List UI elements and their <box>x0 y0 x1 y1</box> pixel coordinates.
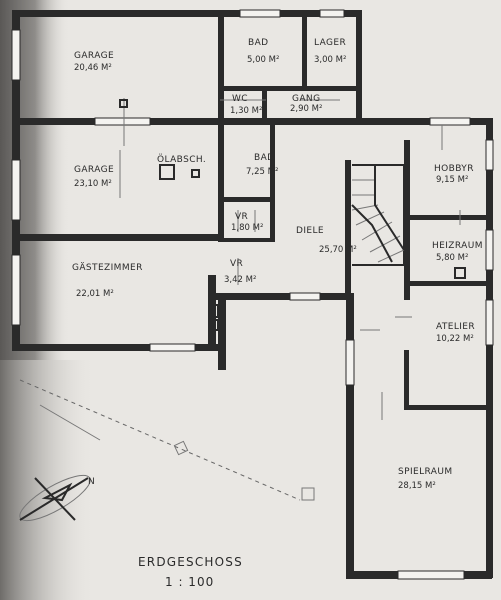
room-name: HOBBYR <box>434 164 474 174</box>
room-area: 25,70 M² <box>319 245 357 255</box>
plan-scale: 1 : 100 <box>165 575 214 589</box>
room-name: GANG <box>292 94 320 104</box>
room-name: HEIZRAUM <box>432 241 483 251</box>
room-labels: GARAGE 20,46 M² BAD 5,00 M² LAGER 3,00 M… <box>72 38 483 491</box>
room-area: 2,90 M² <box>290 104 322 114</box>
room-area: 7,25 M² <box>246 167 278 177</box>
room-name: SPIELRAUM <box>398 467 453 477</box>
room-area: 3,00 M² <box>314 55 346 65</box>
room-area: 1,30 M² <box>230 106 262 116</box>
room-area: 1,80 M² <box>231 223 263 233</box>
room-area: 22,01 M² <box>76 289 114 299</box>
garden-marker-2 <box>301 487 315 501</box>
outside-shade-bottom <box>0 360 95 600</box>
room-name: VR <box>235 212 248 222</box>
windows <box>11 9 494 580</box>
room-area: 10,22 M² <box>436 334 474 344</box>
room-area: 5,80 M² <box>436 253 468 263</box>
room-name: LAGER <box>314 38 346 48</box>
room-area: 28,15 M² <box>398 481 436 491</box>
fixtures <box>119 98 466 420</box>
room-name: BAD <box>248 38 268 48</box>
room-name: WC <box>232 94 248 104</box>
compass-icon <box>19 474 91 522</box>
room-area: 3,42 M² <box>224 275 256 285</box>
room-name: ATELIER <box>436 322 475 332</box>
garden-path <box>19 379 301 501</box>
plan-title: ERDGESCHOSS <box>138 555 243 569</box>
room-area: 5,00 M² <box>247 55 279 65</box>
staircase <box>351 164 405 266</box>
room-name: BAD <box>254 153 274 163</box>
room-area: 9,15 M² <box>436 175 468 185</box>
garden-marker <box>173 440 189 456</box>
room-name: GARAGE <box>74 165 114 175</box>
room-name: ÖLABSCH. <box>157 154 206 165</box>
room-name: GARAGE <box>74 51 114 61</box>
room-area: 20,46 M² <box>74 63 112 73</box>
garden-path-2 <box>39 404 101 441</box>
room-area: 23,10 M² <box>74 179 112 189</box>
room-name: GÄSTEZIMMER <box>72 262 143 273</box>
room-name: VR <box>230 259 243 269</box>
compass-letter: N <box>88 477 95 487</box>
outside-shade-top <box>0 0 70 360</box>
room-name: DIELE <box>296 226 324 236</box>
